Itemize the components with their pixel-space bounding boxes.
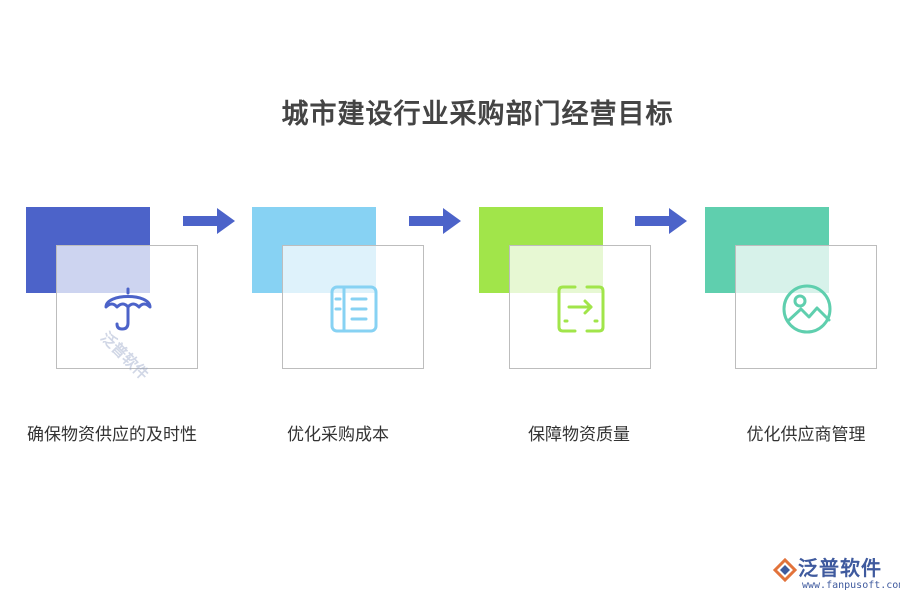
step-1-overlap xyxy=(57,246,150,293)
step-4-label: 优化供应商管理 xyxy=(746,425,866,445)
step-4-overlap xyxy=(736,246,829,293)
brand-name: 泛普软件 xyxy=(798,556,882,580)
page-title: 城市建设行业采购部门经营目标 xyxy=(281,99,674,130)
umbrella-icon xyxy=(104,287,152,331)
arrow-right-icon xyxy=(409,208,461,234)
fanpu-logo-icon xyxy=(772,557,798,582)
step-3-label: 保障物资质量 xyxy=(528,425,630,445)
arrow-right-icon xyxy=(183,208,235,234)
transfer-icon xyxy=(557,285,605,333)
brand-url: www.fanpusoft.com xyxy=(802,580,900,591)
step-1-label: 确保物资供应的及时性 xyxy=(27,425,197,445)
brand-logo: 泛普软件 www.fanpusoft.com xyxy=(772,552,900,596)
step-4-card xyxy=(735,245,877,369)
step-3 xyxy=(479,207,659,377)
step-3-overlap xyxy=(510,246,603,293)
step-2 xyxy=(252,207,432,377)
step-2-label: 优化采购成本 xyxy=(287,425,389,445)
step-4 xyxy=(705,207,885,377)
step-2-overlap xyxy=(283,246,376,293)
step-2-card xyxy=(282,245,424,369)
list-icon xyxy=(330,285,378,333)
step-1 xyxy=(26,207,206,377)
step-1-card xyxy=(56,245,198,369)
image-icon xyxy=(782,284,832,334)
arrow-right-icon xyxy=(635,208,687,234)
step-3-card xyxy=(509,245,651,369)
